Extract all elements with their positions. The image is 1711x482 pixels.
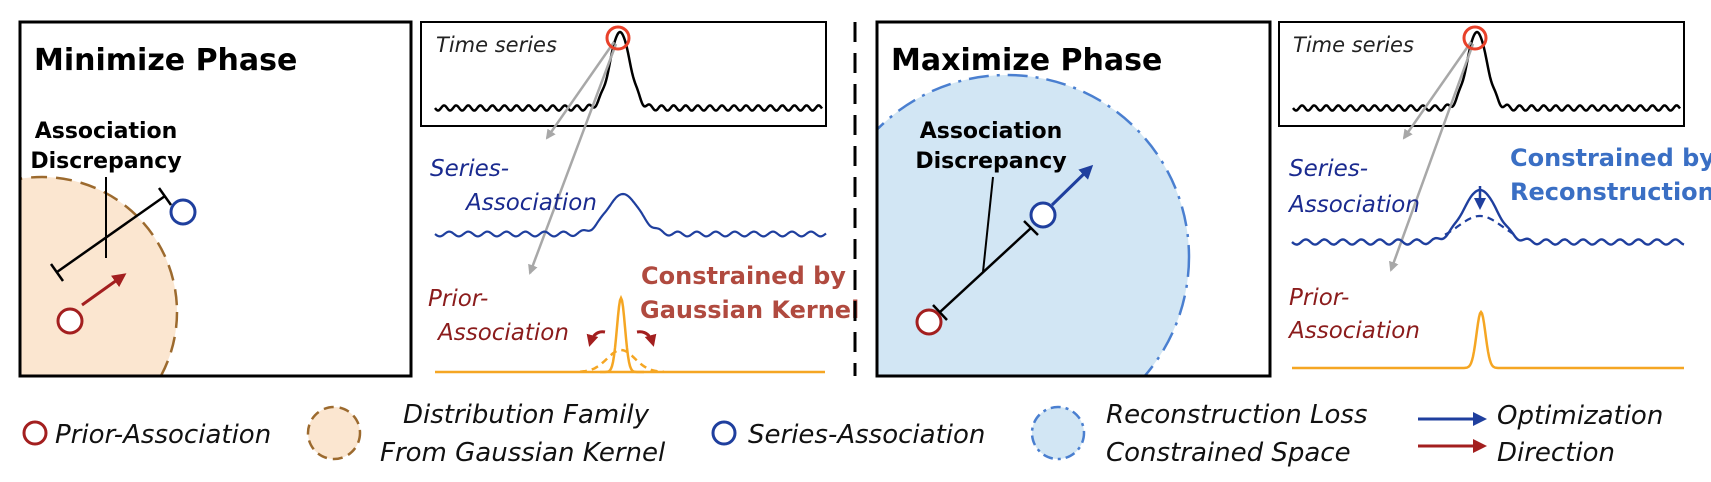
gaussian-constraint-label-line2: Gaussian Kernel <box>640 296 859 324</box>
series-association-label-line1: Series- <box>1289 156 1368 182</box>
time-series-label: Time series <box>436 33 557 57</box>
legend-optimization-label-line2: Direction <box>1497 438 1615 468</box>
minimize-phase-frame <box>18 20 413 378</box>
prior-association-legend-icon <box>22 420 48 446</box>
legend-series-association-label: Series-Association <box>748 420 985 450</box>
legend-reconstruction-label-line1: Reconstruction Loss <box>1106 400 1368 430</box>
association-discrepancy-label-line2: Discrepancy <box>30 149 181 174</box>
prior-association-label-line2: Association <box>1287 318 1420 344</box>
association-discrepancy-label-line1: Association <box>920 119 1063 144</box>
legend-reconstruction-label-line2: Constrained Space <box>1106 438 1351 468</box>
prior-association-wide-dashed <box>579 348 664 374</box>
legend-reconstruction-space: Reconstruction Loss Constrained Space <box>1030 400 1368 468</box>
series-association-label-line1: Series- <box>430 156 509 182</box>
series-association-curve <box>434 192 827 238</box>
prior-association-curve <box>1292 309 1684 370</box>
legend-optimization-direction: Optimization Direction <box>1418 401 1663 468</box>
prior-association-label-line1: Prior- <box>428 286 488 312</box>
maximize-signal-panel: Time series Series- Association Constrai… <box>1278 21 1711 370</box>
discrepancy-end-tick-1 <box>932 304 948 321</box>
legend-optimization-label-line1: Optimization <box>1497 401 1663 431</box>
discrepancy-end-tick-2 <box>1023 220 1039 236</box>
reconstruction-constrained-region <box>877 73 1191 376</box>
gaussian-region-legend-icon <box>306 405 362 461</box>
optimization-arrow <box>1050 164 1094 207</box>
gray-arrow-to-prior <box>1389 43 1475 272</box>
association-discrepancy-label-line1: Association <box>35 119 178 144</box>
maximize-phase-frame <box>875 20 1272 378</box>
series-association-reconstructed-dashed <box>1444 214 1519 238</box>
series-association-legend-icon <box>711 420 737 446</box>
kernel-narrow-arrow-left <box>586 330 606 347</box>
series-association-label-line2: Association <box>1287 192 1420 218</box>
discrepancy-end-tick-1 <box>49 263 65 282</box>
series-association-curve <box>1291 188 1685 246</box>
kernel-widen-arrow-right <box>636 330 657 347</box>
discrepancy-end-tick-2 <box>157 187 173 206</box>
series-association-label-line2: Association <box>464 190 597 216</box>
minimize-signal-panel: Time series Series- Association Prior- A… <box>420 21 859 374</box>
reconstruction-constraint-label-line1: Constrained by <box>1510 144 1711 172</box>
maximize-phase-title: Maximize Phase <box>891 43 1162 78</box>
reconstruction-region-legend-icon <box>1030 405 1086 461</box>
association-discrepancy-label-line2: Discrepancy <box>915 149 1066 174</box>
time-series-curve <box>1292 30 1682 112</box>
minimize-phase-title: Minimize Phase <box>34 43 297 78</box>
maximize-phase-panel: Maximize Phase Association Discrepancy <box>875 20 1272 378</box>
gray-arrow-to-prior <box>528 43 618 275</box>
legend-series-association: Series-Association <box>711 420 985 450</box>
series-association-point <box>1029 201 1057 229</box>
prior-association-narrow-peak <box>600 294 644 374</box>
legend-prior-association: Prior-Association <box>22 420 271 450</box>
prior-association-label-line2: Association <box>436 320 569 346</box>
discrepancy-pointer-line <box>982 176 994 273</box>
prior-association-label-line1: Prior- <box>1289 285 1349 311</box>
gray-arrow-to-series <box>1402 41 1473 140</box>
anomaly-marker <box>605 25 631 51</box>
minimize-phase-panel: Minimize Phase Association Discrepancy <box>18 20 413 378</box>
prior-association-point <box>56 307 84 335</box>
gaussian-distribution-region <box>20 175 179 376</box>
legend-prior-association-label: Prior-Association <box>55 420 271 450</box>
series-association-point <box>169 198 197 226</box>
time-series-curve <box>434 30 824 112</box>
prior-association-point <box>915 308 943 336</box>
time-series-label: Time series <box>1293 33 1414 57</box>
gray-arrow-to-series <box>545 41 616 140</box>
discrepancy-measure-line <box>939 227 1032 313</box>
anomaly-marker <box>1462 25 1488 51</box>
legend-distribution-label-line1: Distribution Family <box>403 400 650 430</box>
legend: Prior-Association Distribution Family Fr… <box>22 400 1663 468</box>
optimization-arrow <box>81 273 127 307</box>
reconstruction-constraint-label-line2: Reconstruction <box>1510 178 1711 206</box>
legend-distribution-label-line2: From Gaussian Kernel <box>380 438 666 468</box>
discrepancy-measure-line <box>56 194 166 274</box>
legend-distribution-family: Distribution Family From Gaussian Kernel <box>306 400 666 468</box>
gaussian-constraint-label-line1: Constrained by <box>641 262 846 290</box>
